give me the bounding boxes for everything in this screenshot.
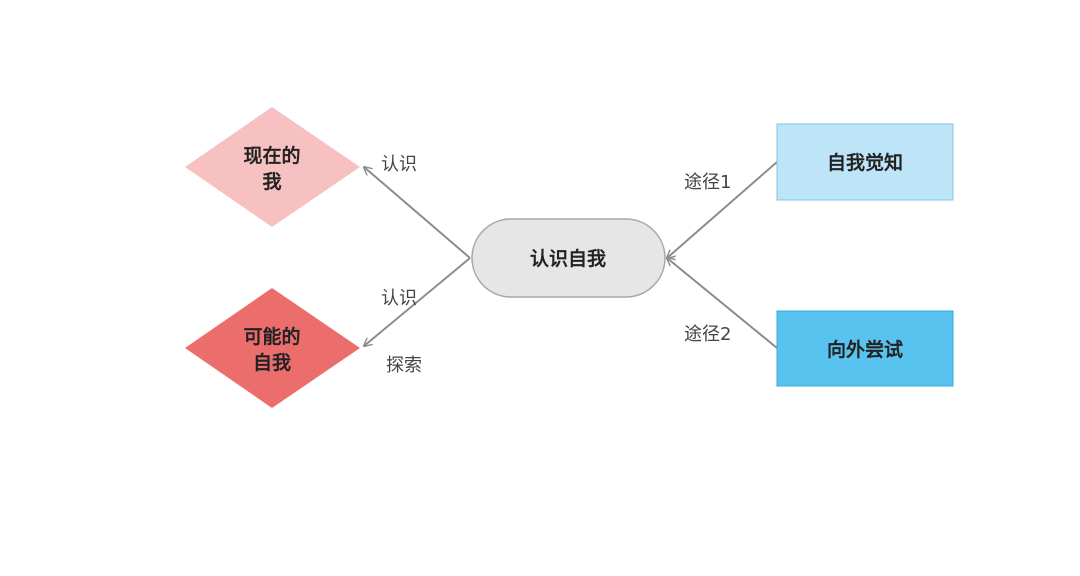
possible-self-label-line1: 可能的	[243, 325, 300, 348]
current-self-diamond	[185, 107, 360, 227]
edge-label-possible-2: 探索	[386, 355, 422, 376]
outward-trial-box	[776, 310, 954, 387]
edge-label-awareness: 途径1	[684, 172, 732, 193]
edge-label-trial: 途径2	[684, 324, 732, 345]
edge-label-possible-1: 认识	[381, 288, 417, 309]
current-self-label-line2: 我	[262, 171, 281, 193]
center-node-label: 认识自我	[530, 247, 606, 270]
arrow-from-self-awareness	[667, 161, 778, 258]
arrow-to-possible-self	[364, 257, 471, 346]
center-node	[471, 218, 666, 298]
arrow-to-current-self	[364, 167, 471, 259]
self-awareness-label: 自我觉知	[827, 151, 903, 174]
possible-self-diamond	[185, 288, 360, 408]
outward-trial-label: 向外尝试	[827, 338, 903, 361]
current-self-label-line1: 现在的	[243, 144, 300, 167]
possible-self-label-line2: 自我	[253, 351, 291, 374]
arrow-from-outward-trial	[667, 258, 778, 349]
edge-label-current: 认识	[381, 154, 417, 175]
self-awareness-box	[776, 123, 954, 201]
